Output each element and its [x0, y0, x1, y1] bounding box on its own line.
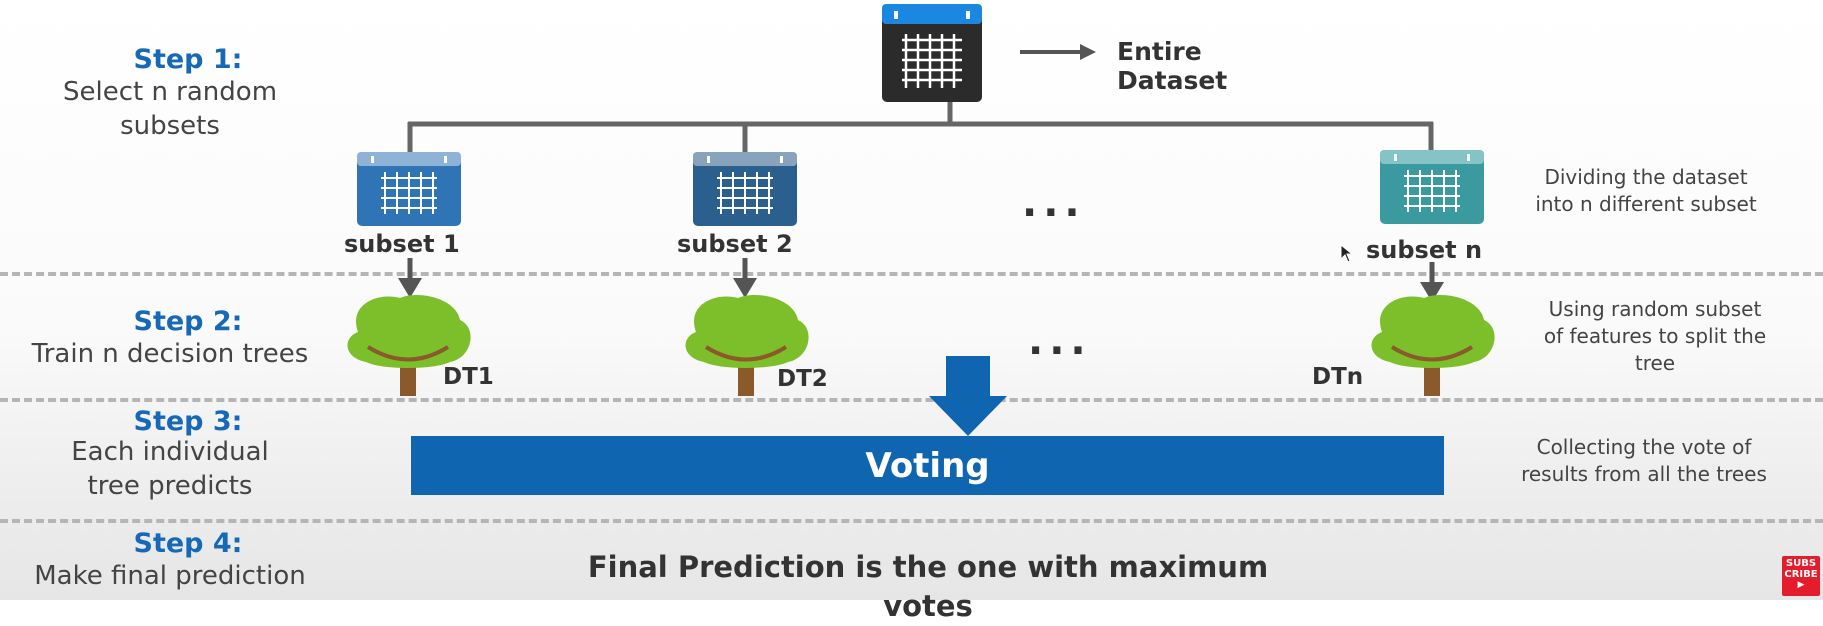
entire-dataset-label: Entire Dataset [1117, 37, 1228, 95]
subset-1-icon [357, 152, 461, 230]
step-4-title: Step 4: [133, 528, 243, 559]
note-random-features: Using random subset of features to split… [1543, 297, 1767, 375]
separator-2 [0, 398, 1823, 402]
tree-n-label: DTn [1312, 364, 1364, 390]
step-2-title: Step 2: [133, 306, 243, 337]
play-icon: ▶ [1797, 580, 1805, 590]
decision-tree-1-icon [338, 292, 478, 400]
note-collecting-votes: Collecting the vote of results from all … [1521, 435, 1767, 486]
subset-1-label: subset 1 [344, 230, 460, 258]
separator-1 [0, 272, 1823, 276]
step-1-title: Step 1: [133, 44, 243, 75]
dataset-table-icon [882, 4, 982, 106]
note-dividing-dataset: Dividing the dataset into n different su… [1535, 165, 1757, 216]
subscribe-button[interactable]: SUBS CRIBE ▶ [1782, 556, 1820, 596]
tree-2-label: DT2 [777, 366, 828, 392]
step-4-desc: Make final prediction [34, 561, 306, 591]
decision-tree-2-icon [676, 292, 816, 400]
subset-2-label: subset 2 [677, 230, 793, 258]
step-3-title: Step 3: [133, 406, 243, 437]
step-1-desc: Select n random subsets [62, 77, 278, 141]
subset-n-label: subset n [1366, 236, 1483, 264]
subset-ellipsis: ... [1022, 180, 1086, 226]
tree-ellipsis: ... [1028, 318, 1092, 364]
final-prediction-text: Final Prediction is the one with maximum… [587, 550, 1269, 624]
decision-tree-n-icon [1362, 292, 1502, 400]
separator-3 [0, 519, 1823, 523]
tree-1-label: DT1 [443, 364, 494, 390]
step-2-desc: Train n decision trees [31, 339, 309, 369]
step-3-desc: Each individual tree predicts [71, 437, 269, 501]
voting-bar: Voting [411, 436, 1444, 495]
subset-n-icon [1380, 150, 1484, 228]
subset-2-icon [693, 152, 797, 230]
mouse-cursor-icon [1340, 243, 1356, 268]
connector-lines [398, 44, 1444, 436]
